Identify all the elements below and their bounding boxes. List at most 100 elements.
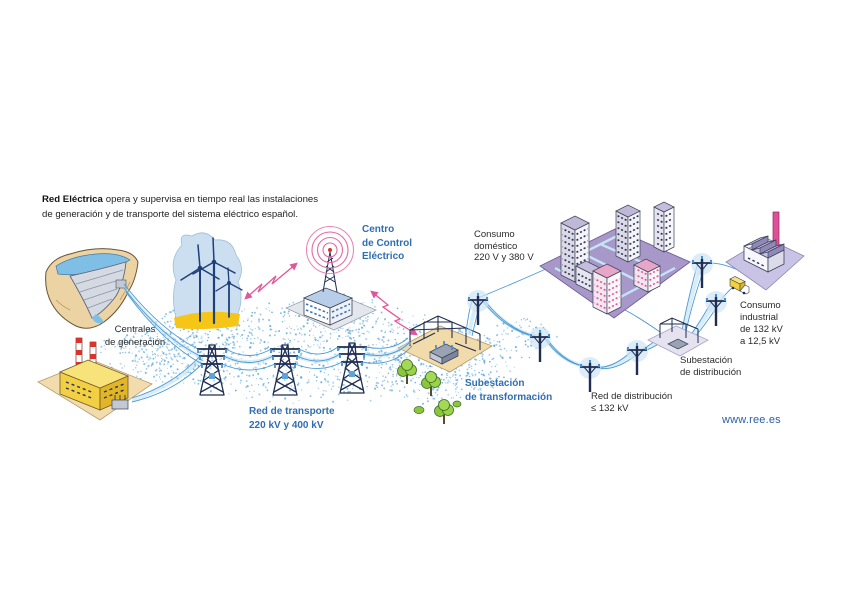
- speckle-dot: [172, 326, 174, 329]
- speckle-dot: [104, 348, 106, 350]
- speckle-dot: [417, 359, 420, 362]
- building-windows: [665, 218, 673, 223]
- speckle-dot: [474, 369, 476, 372]
- speckle-dot: [389, 330, 392, 333]
- speckle-dot: [154, 331, 157, 333]
- speckle-dot: [353, 320, 356, 323]
- speckle-dot: [163, 343, 165, 345]
- speckle-dot: [427, 392, 430, 395]
- speckle-dot: [366, 330, 368, 333]
- speckle-dot: [175, 372, 178, 375]
- bush-icon: [413, 406, 425, 414]
- speckle-dot: [487, 373, 490, 376]
- speckle-dot: [237, 354, 240, 357]
- speckle-dot: [257, 372, 260, 375]
- speckle-dot: [320, 396, 322, 399]
- speckle-dot: [338, 378, 341, 381]
- speckle-dot: [511, 329, 514, 332]
- speckle-dot: [254, 327, 256, 330]
- speckle-dot: [452, 373, 455, 377]
- speckle-dot: [376, 318, 378, 320]
- speckle-dot: [355, 328, 357, 331]
- speckle-dot: [479, 360, 481, 362]
- domestic-label-line: 220 V y 380 V: [474, 252, 534, 263]
- speckle-dot: [128, 351, 131, 354]
- speckle-dot: [419, 383, 421, 386]
- speckle-dot: [378, 342, 380, 344]
- speckle-dot: [378, 364, 380, 367]
- distribution-substation-label-line: Subestación: [680, 355, 733, 366]
- speckle-dot: [173, 355, 176, 358]
- speckle-dot: [306, 318, 309, 322]
- building-windows: [665, 230, 673, 235]
- speckle-dot: [268, 310, 271, 312]
- speckle-dot: [257, 336, 259, 339]
- domestic-label-line: Consumo: [474, 229, 515, 240]
- speckle-dot: [317, 339, 319, 342]
- speckle-dot: [146, 355, 149, 359]
- speckle-dot: [279, 312, 282, 315]
- speckle-dot: [269, 400, 271, 403]
- speckle-dot: [134, 360, 137, 362]
- building-windows: [617, 221, 627, 227]
- speckle-dot: [470, 365, 473, 368]
- speckle-dot: [502, 338, 504, 341]
- city-buildings: [560, 201, 675, 315]
- speckle-dot: [323, 378, 327, 381]
- transmission-tower: [336, 342, 368, 394]
- speckle-dot: [268, 319, 271, 321]
- speckle-dot: [361, 348, 364, 351]
- speckle-dot: [159, 369, 162, 372]
- speckle-dot: [124, 336, 127, 338]
- speckle-dot: [293, 338, 296, 341]
- speckle-dot: [134, 341, 137, 344]
- speckle-dot: [506, 365, 508, 367]
- speckle-dot: [363, 302, 365, 304]
- building-windows: [655, 212, 663, 217]
- speckle-dot: [271, 349, 275, 352]
- speckle-dot: [518, 335, 520, 338]
- speckle-dot: [168, 352, 171, 355]
- speckle-dot: [383, 379, 386, 382]
- speckle-dot: [492, 357, 495, 360]
- speckle-dot: [193, 335, 195, 337]
- speckle-dot: [392, 366, 394, 368]
- speckle-dot: [161, 381, 164, 383]
- speckle-dot: [377, 317, 379, 319]
- speckle-dot: [150, 340, 153, 343]
- speckle-dot: [381, 339, 384, 342]
- speckle-dot: [288, 310, 290, 313]
- website-link[interactable]: www.ree.es: [722, 414, 781, 426]
- transport-network-label: Red de transporte 220 kV y 400 kV: [249, 405, 335, 432]
- speckle-dot: [134, 367, 137, 369]
- speckle-dot: [138, 350, 141, 353]
- speckle-dot: [257, 338, 259, 340]
- speckle-dot: [472, 387, 476, 390]
- control-center-label-line: Eléctrico: [362, 251, 405, 262]
- speckle-dot: [245, 397, 248, 399]
- speckle-dot: [141, 357, 143, 359]
- speckle-dot: [415, 376, 417, 378]
- speckle-dot: [147, 358, 150, 361]
- speckle-dot: [377, 359, 380, 362]
- speckle-dot: [251, 328, 254, 331]
- speckle-dot: [366, 385, 368, 388]
- speckle-dot: [398, 390, 401, 392]
- speckle-dot: [245, 374, 248, 377]
- speckle-dot: [251, 384, 253, 387]
- speckle-dot: [441, 381, 444, 384]
- industrial-label-line: a 12,5 kV: [740, 336, 781, 347]
- building-windows: [629, 227, 639, 233]
- speckle-dot: [184, 376, 186, 379]
- speckle-dot: [208, 330, 211, 333]
- speckle-dot: [426, 397, 429, 400]
- speckle-dot: [418, 376, 420, 379]
- speckle-dot: [229, 342, 232, 345]
- speckle-dot: [282, 315, 285, 318]
- speckle-dot: [424, 371, 427, 373]
- speckle-dot: [498, 340, 501, 343]
- building-windows: [629, 215, 639, 221]
- building-windows: [577, 273, 591, 281]
- speckle-dot: [382, 335, 385, 339]
